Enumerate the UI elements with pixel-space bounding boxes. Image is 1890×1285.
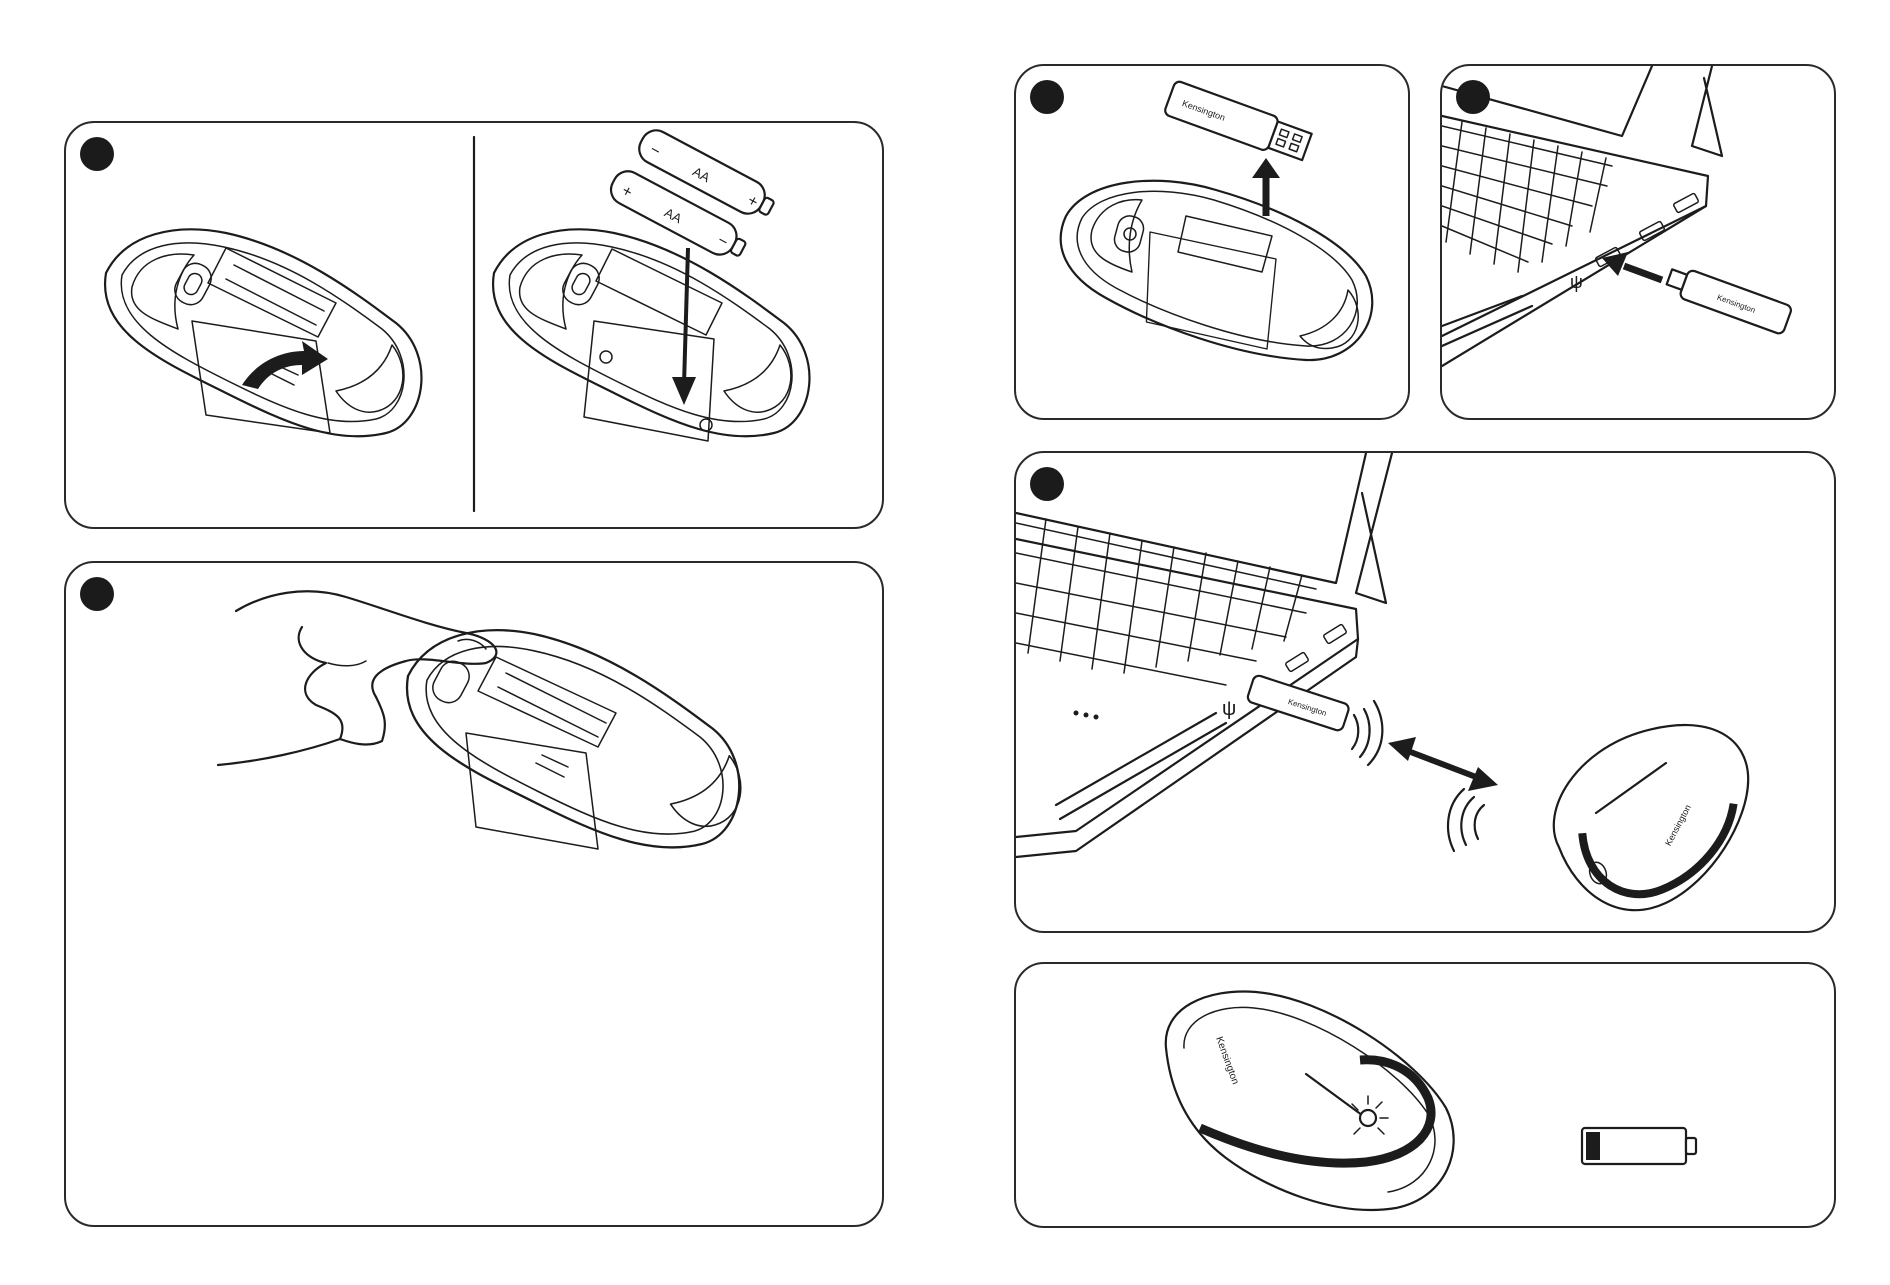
usb-icon: ψ <box>1222 698 1236 720</box>
keyboard-keys <box>1442 122 1612 272</box>
battery-indicator-illustration: Kensington <box>1016 964 1834 1226</box>
step-3-illustration: Kensington <box>1016 66 1408 418</box>
laptop: ψ <box>1442 66 1722 366</box>
panel-step-5: ψ Kensington Kensington <box>1014 451 1836 933</box>
aa-batteries: AA − + AA + − <box>606 125 779 265</box>
mouse-underside-left <box>105 229 421 436</box>
step-2-illustration <box>66 563 882 1225</box>
panel-battery-indicator: Kensington <box>1014 962 1836 1228</box>
panel-step-2 <box>64 561 884 1227</box>
step-1-illustration: AA − + AA + − <box>66 123 882 527</box>
usb-icon: ψ <box>1570 272 1583 292</box>
insert-arrow-icon <box>672 248 696 405</box>
low-battery-icon <box>1582 1128 1696 1164</box>
mouse-underside-right <box>493 229 809 441</box>
mouse-underside <box>1061 181 1373 360</box>
laptop: ψ <box>1016 453 1392 857</box>
keyboard-keys <box>1016 519 1316 685</box>
finger-hand-icon <box>218 591 496 765</box>
usb-receiver: Kensington <box>1164 80 1314 164</box>
step-5-illustration: ψ Kensington Kensington <box>1016 453 1834 931</box>
usb-receiver: Kensington <box>1664 264 1793 335</box>
panel-step-3: Kensington <box>1014 64 1410 420</box>
step-4-illustration: ψ Kensington <box>1442 66 1834 418</box>
wireless-signal-icon <box>1352 701 1484 851</box>
led-light-icon <box>1352 1096 1388 1134</box>
panel-step-1: AA − + AA + − <box>64 121 884 529</box>
open-arrow-icon <box>242 341 328 389</box>
panel-step-4: ψ Kensington <box>1440 64 1836 420</box>
mouse-top: Kensington <box>1535 709 1774 927</box>
mouse-brand: Kensington <box>1663 803 1693 847</box>
mouse-top: Kensington <box>1166 991 1454 1209</box>
mouse-brand: Kensington <box>1213 1035 1240 1086</box>
plug-arrow-icon <box>1602 252 1662 280</box>
pair-arrow-icon <box>1388 737 1498 791</box>
